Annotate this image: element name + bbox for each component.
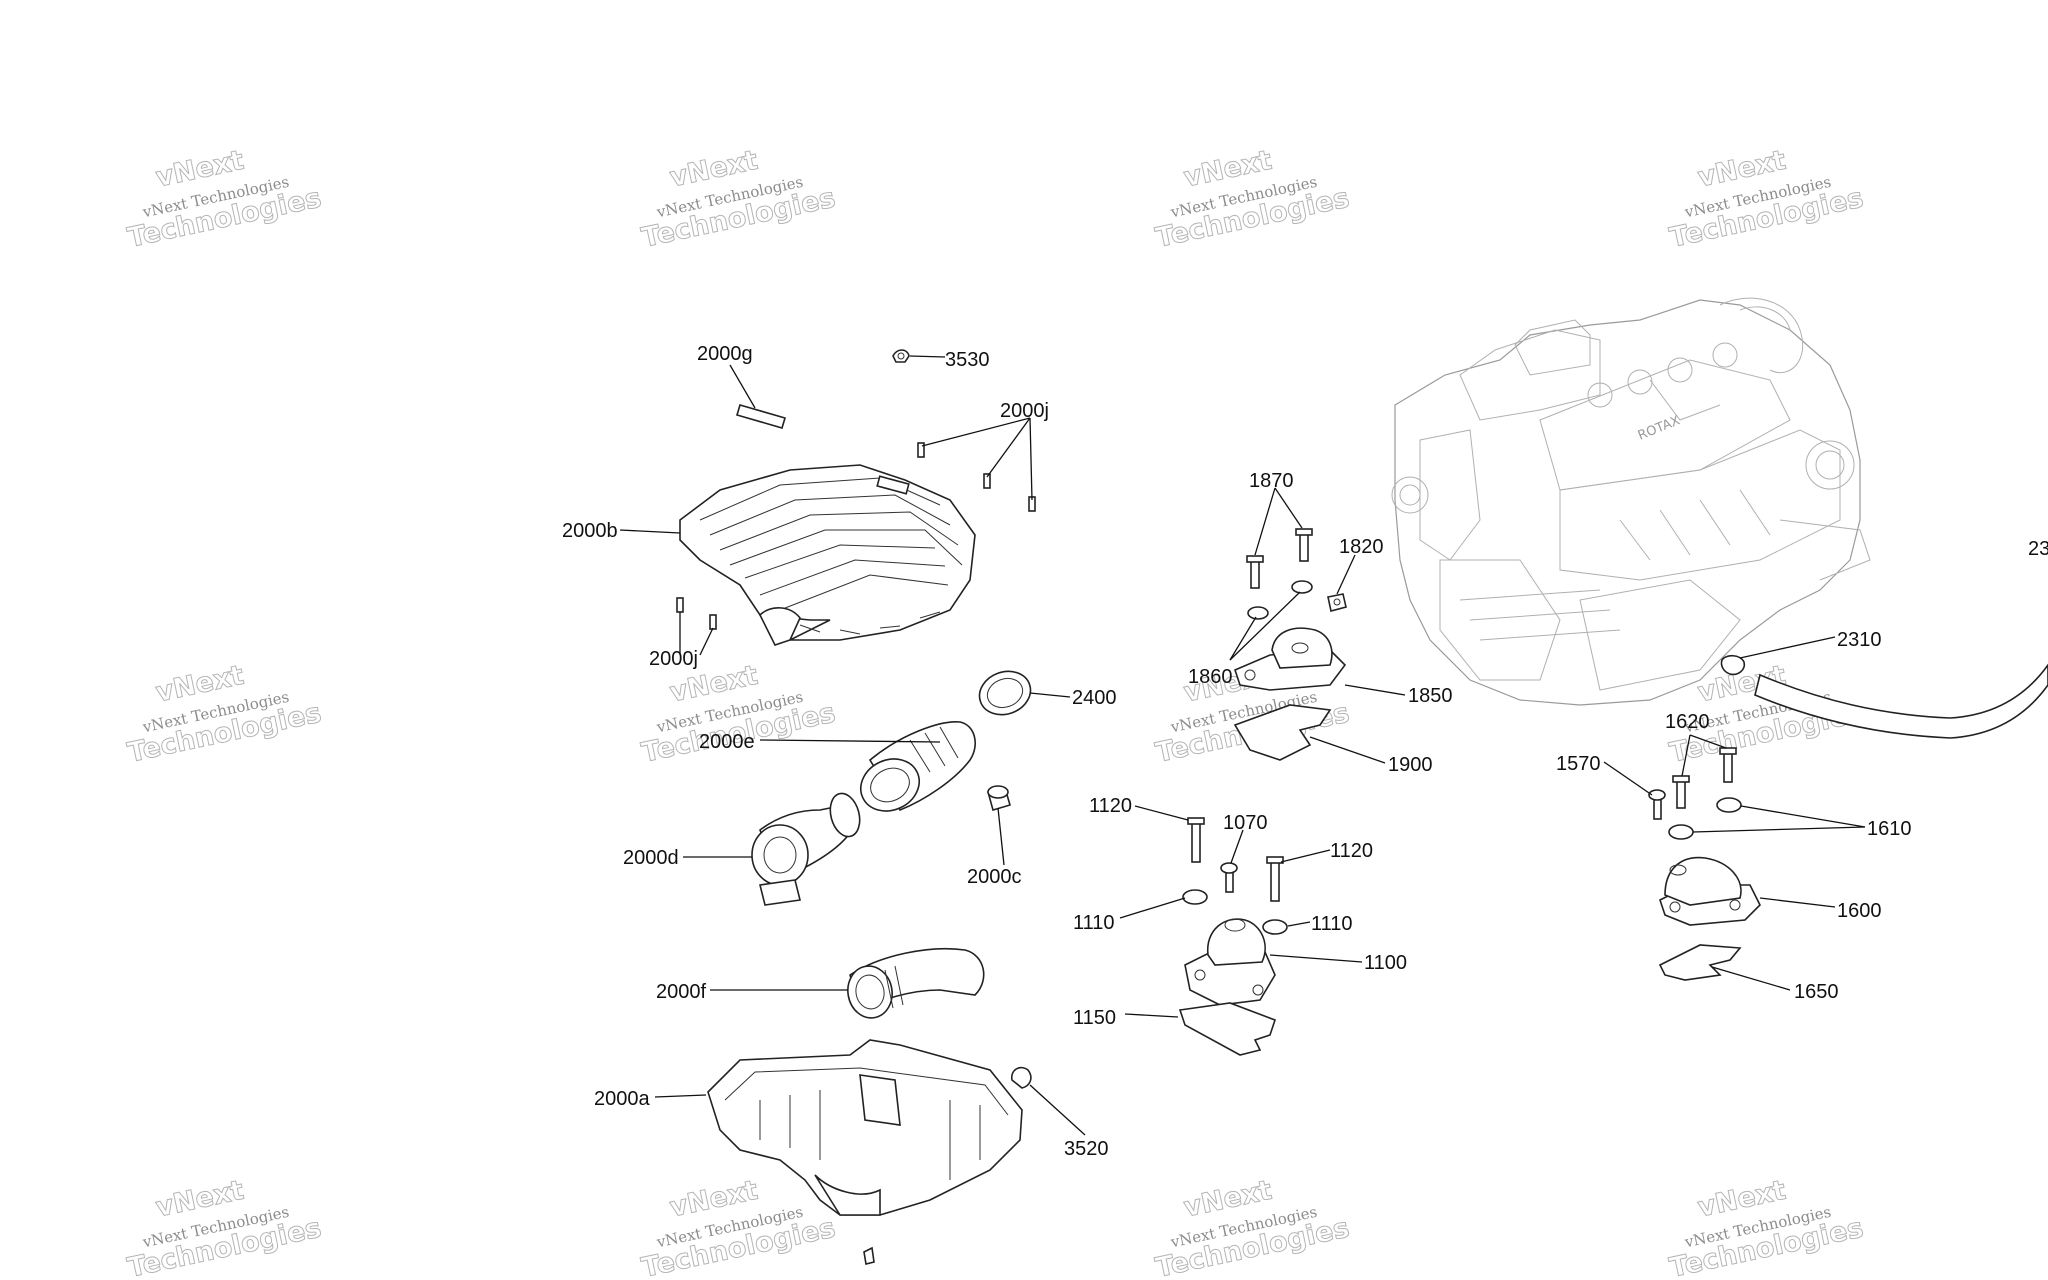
part-2000f-hose-drawing — [847, 947, 985, 1019]
part-3520-clip-drawing — [1010, 1066, 1032, 1089]
callout-2000c: 2000c — [967, 866, 1022, 888]
callout-2000f: 2000f — [656, 981, 706, 1003]
bolts-1120-drawing — [1187, 817, 1284, 902]
callout-1120-left: 1120 — [1089, 795, 1132, 817]
callout-1570: 1570 — [1556, 753, 1601, 775]
callout-1620: 1620 — [1665, 711, 1710, 733]
callout-1850: 1850 — [1408, 685, 1453, 707]
callout-2000j-bottom: 2000j — [649, 648, 698, 670]
bolts-1620-drawing — [1672, 747, 1737, 809]
part-3530-drawing — [892, 349, 910, 363]
engine-block-drawing: ROTAX — [1391, 297, 1871, 706]
bolts-1870-drawing — [1246, 528, 1313, 589]
callout-1110-right: 1110 — [1311, 913, 1353, 935]
callout-1150: 1150 — [1073, 1007, 1116, 1029]
callout-2310: 2310 — [1837, 629, 1882, 651]
part-2000d-elbow-drawing — [751, 792, 861, 906]
part-2000e-duct-drawing — [860, 721, 976, 812]
callout-2000g: 2000g — [697, 343, 753, 365]
callout-1110-left: 1110 — [1073, 912, 1115, 934]
callout-2000e: 2000e — [699, 731, 755, 753]
mount-1100-drawing — [1184, 918, 1276, 1006]
callout-2000b: 2000b — [562, 520, 618, 542]
leader-lines — [619, 355, 1866, 1136]
callout-1600: 1600 — [1837, 900, 1882, 922]
callout-3520: 3520 — [1064, 1138, 1109, 1160]
callout-1870: 1870 — [1249, 470, 1294, 492]
nut-1820-drawing — [1327, 593, 1347, 612]
plate-1650-drawing — [1658, 944, 1742, 981]
callout-1120-right: 1120 — [1330, 840, 1373, 862]
callout-1650: 1650 — [1794, 981, 1839, 1003]
callout-labels: 2000g 3530 2000j 2000b 2000j 2400 2000e … — [562, 343, 2048, 1160]
washers-1610-drawing — [1668, 797, 1742, 840]
callout-1900: 1900 — [1388, 754, 1433, 776]
callout-23-clipped: 23 — [2028, 538, 2048, 560]
callout-1100: 1100 — [1364, 952, 1407, 974]
hose-part-drawing — [1720, 654, 2048, 739]
part-bottom-clipped-drawing — [863, 1246, 875, 1265]
callout-2000j-top: 2000j — [1000, 400, 1049, 422]
callout-3530: 3530 — [945, 349, 990, 371]
callout-2000d: 2000d — [623, 847, 679, 869]
plate-1150-drawing — [1178, 1002, 1277, 1056]
part-2400-clamp-drawing — [978, 670, 1032, 716]
washers-1860-drawing — [1247, 580, 1313, 620]
washers-1110-drawing — [1182, 889, 1288, 935]
screws-2000j-bottom-drawing — [676, 597, 717, 630]
callout-1610: 1610 — [1867, 818, 1912, 840]
bolt-1570-drawing — [1648, 789, 1666, 820]
callout-1860: 1860 — [1188, 666, 1233, 688]
bolt-1070-drawing — [1220, 862, 1238, 893]
part-2000b-cover-drawing — [679, 464, 976, 646]
callout-1070: 1070 — [1223, 812, 1268, 834]
part-2000a-airbox-drawing — [707, 1039, 1023, 1216]
callout-2000a: 2000a — [594, 1088, 650, 1110]
part-2000g-drawing — [736, 404, 786, 429]
plate-1900-drawing — [1233, 704, 1332, 761]
mount-1850-drawing — [1234, 627, 1347, 691]
mount-1600-drawing — [1659, 856, 1761, 926]
callout-2400: 2400 — [1072, 687, 1117, 709]
callout-1820: 1820 — [1339, 536, 1384, 558]
part-2000c-fitting-drawing — [987, 785, 1011, 811]
